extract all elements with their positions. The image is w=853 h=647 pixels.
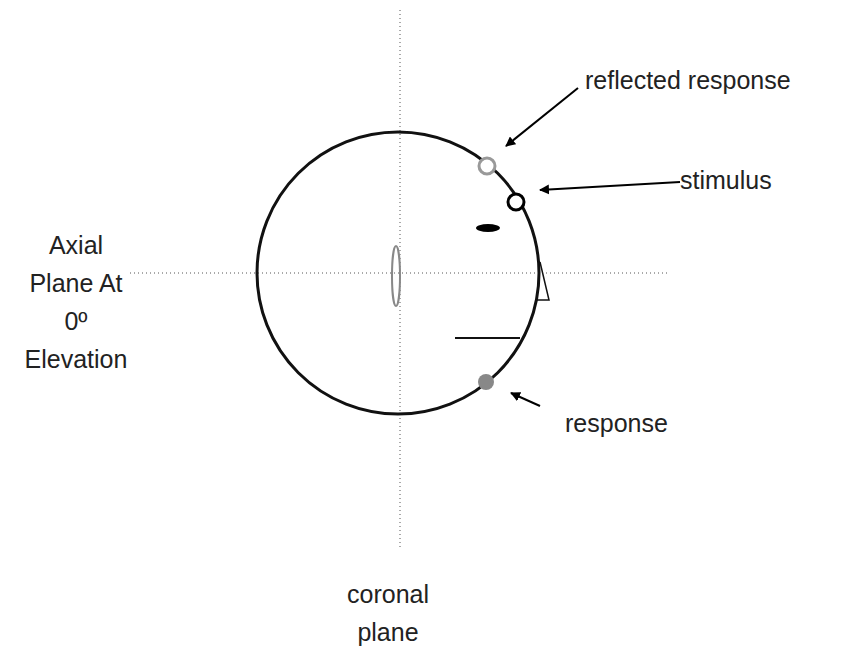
response-label: response <box>565 409 668 438</box>
eye <box>476 224 500 232</box>
axial-plane-label: Axial Plane At 0º Elevation <box>21 226 131 378</box>
ear <box>392 246 400 306</box>
nose <box>537 262 549 300</box>
head-outline <box>257 132 539 414</box>
leader-arrow <box>511 393 540 406</box>
stimulus-marker <box>508 194 524 210</box>
response-marker <box>478 374 494 390</box>
leader-arrow <box>540 182 680 190</box>
reflected-response-marker <box>479 158 495 174</box>
stimulus-label: stimulus <box>680 166 772 195</box>
reflected-response-label: reflected response <box>585 66 791 95</box>
mouth <box>455 337 520 339</box>
leader-arrow <box>506 88 578 146</box>
coronal-plane-label: coronal plane <box>338 575 438 647</box>
